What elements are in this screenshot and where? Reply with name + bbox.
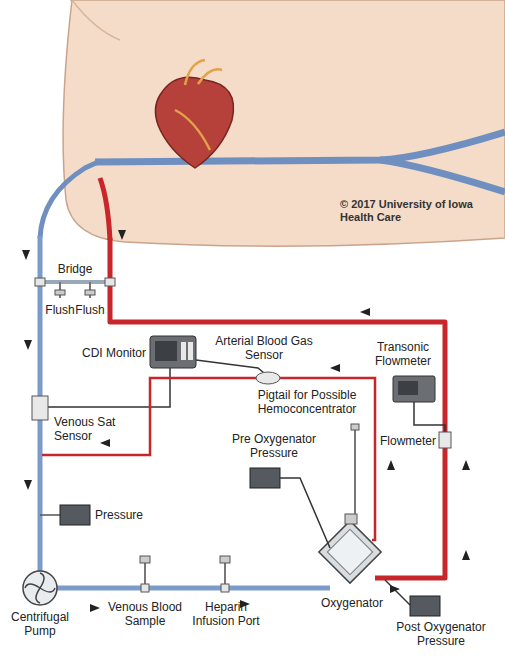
part-label: Venous Sat Sensor: [54, 415, 126, 443]
ports: [145, 562, 225, 588]
transonic-flowmeter: [393, 376, 435, 402]
cdi-monitor: [150, 336, 196, 368]
port-label: Venous Blood Sample: [105, 600, 185, 628]
arterial-cannula: [100, 178, 110, 240]
flow-arrows: [22, 230, 470, 612]
part-label: Oxygenator: [312, 596, 392, 610]
arterial-line: [110, 238, 445, 578]
post-oxygenator-pressure-monitor: [410, 596, 440, 616]
oxygenator: [319, 521, 381, 583]
port-label: Flush: [72, 303, 108, 317]
part-label: Pressure: [95, 508, 157, 522]
shoulder-line: [72, 0, 120, 40]
centrifugal-pump: [23, 571, 57, 605]
part-label: Bridge: [55, 262, 95, 276]
part-label: Arterial Blood Gas Sensor: [212, 334, 316, 362]
copyright-note: © 2017 University of Iowa Health Care: [340, 198, 490, 224]
part-label: Transonic Flowmeter: [366, 340, 440, 368]
pre-oxygenator-pressure-monitor: [250, 468, 280, 488]
heart-vessels: [175, 60, 222, 150]
part-label: Centrifugal Pump: [2, 610, 78, 638]
part-label: Pre Oxygenator Pressure: [222, 432, 326, 460]
part-label: CDI Monitor: [66, 346, 146, 360]
abg-sensor: [256, 372, 280, 384]
patient-body: [63, 0, 505, 246]
flowmeter-clip: [439, 432, 451, 448]
port-label: Flush: [42, 303, 78, 317]
port-label: Heparin Infusion Port: [186, 600, 266, 628]
monitor-cable: [48, 368, 170, 407]
part-label: Post Oxygenator Pressure: [385, 620, 497, 648]
vein-branch: [380, 160, 505, 192]
part-label: Flowmeter: [372, 434, 436, 448]
part-label: Pigtail for Possible Hemoconcentrator: [245, 388, 369, 416]
sample-line: [42, 378, 375, 540]
pigtail: [354, 428, 356, 514]
venous-cannula: [40, 162, 98, 238]
bridge-tube: [40, 280, 110, 284]
heart: [155, 77, 233, 168]
venous-sat-sensor: [32, 396, 48, 420]
pressure-monitor: [60, 505, 90, 525]
vein: [95, 132, 505, 162]
